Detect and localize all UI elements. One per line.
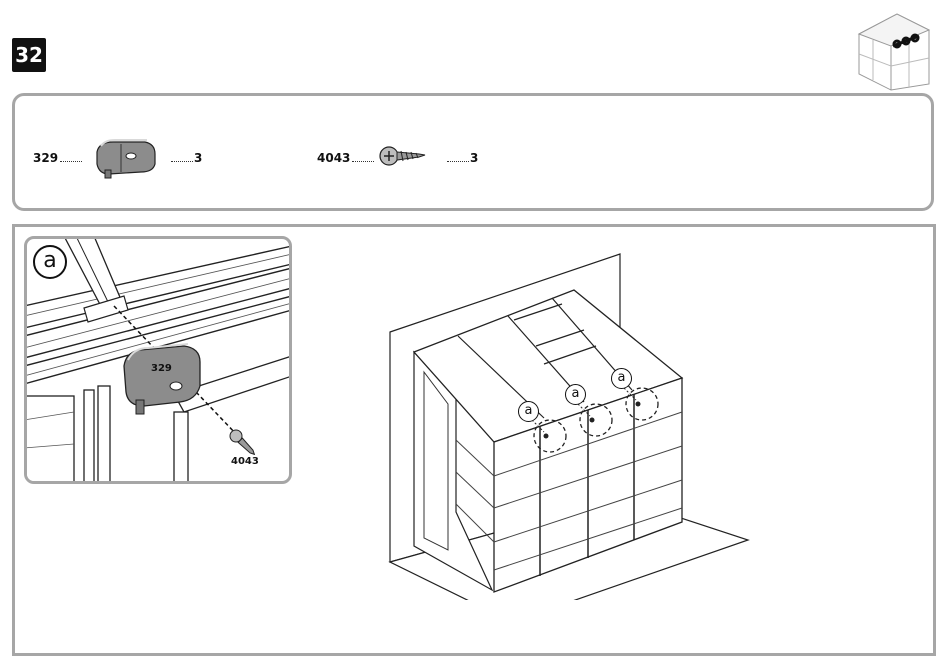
clip-part-icon xyxy=(91,136,159,180)
callout-a-2: a xyxy=(565,384,586,405)
greenhouse-illustration xyxy=(384,250,754,600)
step-number-badge: 32 xyxy=(12,38,46,72)
detail-callout-a: a xyxy=(33,245,67,279)
callout-a-3: a xyxy=(611,368,632,389)
detail-part-329-label: 329 xyxy=(151,363,172,374)
callout-a-1: a xyxy=(518,401,539,422)
part-4043-id: 4043 xyxy=(317,151,374,165)
detail-screw-4043-label: 4043 xyxy=(231,456,259,467)
screw-part-icon xyxy=(379,142,427,168)
detail-inset-a: a 329 4043 xyxy=(24,236,292,484)
screw-4043-detail xyxy=(228,428,259,459)
parts-panel: 329 3 4043 3 xyxy=(12,93,934,211)
part-4043-qty: 3 xyxy=(447,151,478,165)
detail-drawing xyxy=(24,236,292,484)
part-329-id: 329 xyxy=(33,151,82,165)
step-thumbnail-icon xyxy=(853,10,935,92)
part-329-qty: 3 xyxy=(171,151,202,165)
